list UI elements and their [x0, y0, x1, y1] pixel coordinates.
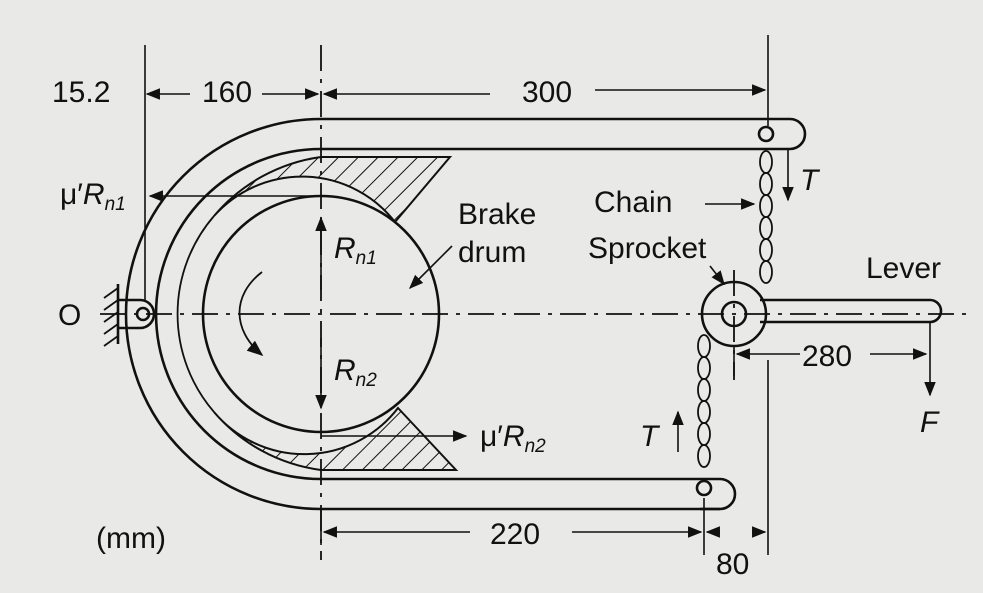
- lower-arm-end: [700, 477, 737, 511]
- rotation-arrow-icon: [238, 271, 264, 357]
- dim-300-label: 300: [522, 76, 572, 109]
- rn1-label: Rn1: [334, 232, 377, 269]
- dim-160-label: 160: [202, 76, 252, 109]
- upper-chain-anchor: [757, 125, 775, 143]
- rn2-label: Rn2: [334, 354, 377, 391]
- mu-rn2-label: μ′Rn2: [480, 420, 546, 457]
- upper-chain: [759, 150, 773, 284]
- brake-drum-inner-arc: [176, 215, 215, 413]
- dim-15-2-label: 15.2: [52, 76, 110, 109]
- pivot-hatch: [103, 287, 119, 347]
- force-f-label: F: [920, 406, 940, 439]
- pivot-bracket: [118, 298, 156, 330]
- lower-shoe-hatch: [213, 406, 459, 471]
- units-label: (mm): [96, 522, 166, 555]
- dim-80-label: 80: [716, 548, 749, 581]
- lever-label: Lever: [866, 252, 941, 285]
- upper-shoe-hatch: [213, 156, 453, 224]
- brake-frame-outer: [124, 117, 765, 511]
- sprocket-hub: [720, 300, 748, 328]
- dim-220-label: 220: [490, 518, 540, 551]
- pivot-pin: [135, 306, 151, 322]
- brake-frame-inner: [154, 147, 765, 481]
- drum-leader: [408, 245, 453, 290]
- sprocket-leader: [709, 265, 725, 286]
- sprocket-label: Sprocket: [588, 232, 707, 265]
- lower-chain: [697, 334, 711, 468]
- lever: [760, 298, 943, 324]
- chain-label: Chain: [594, 186, 672, 219]
- mu-rn1-label: μ′Rn1: [60, 178, 126, 215]
- brake-label: Brake: [458, 198, 536, 231]
- dim-280-label: 280: [802, 340, 852, 373]
- tension-top-label: T: [800, 164, 821, 197]
- tension-bottom-label: T: [640, 420, 661, 453]
- drum-label: drum: [458, 236, 526, 269]
- point-o-label: O: [58, 299, 81, 332]
- upper-arm-end: [765, 117, 807, 151]
- lower-chain-anchor: [695, 479, 713, 497]
